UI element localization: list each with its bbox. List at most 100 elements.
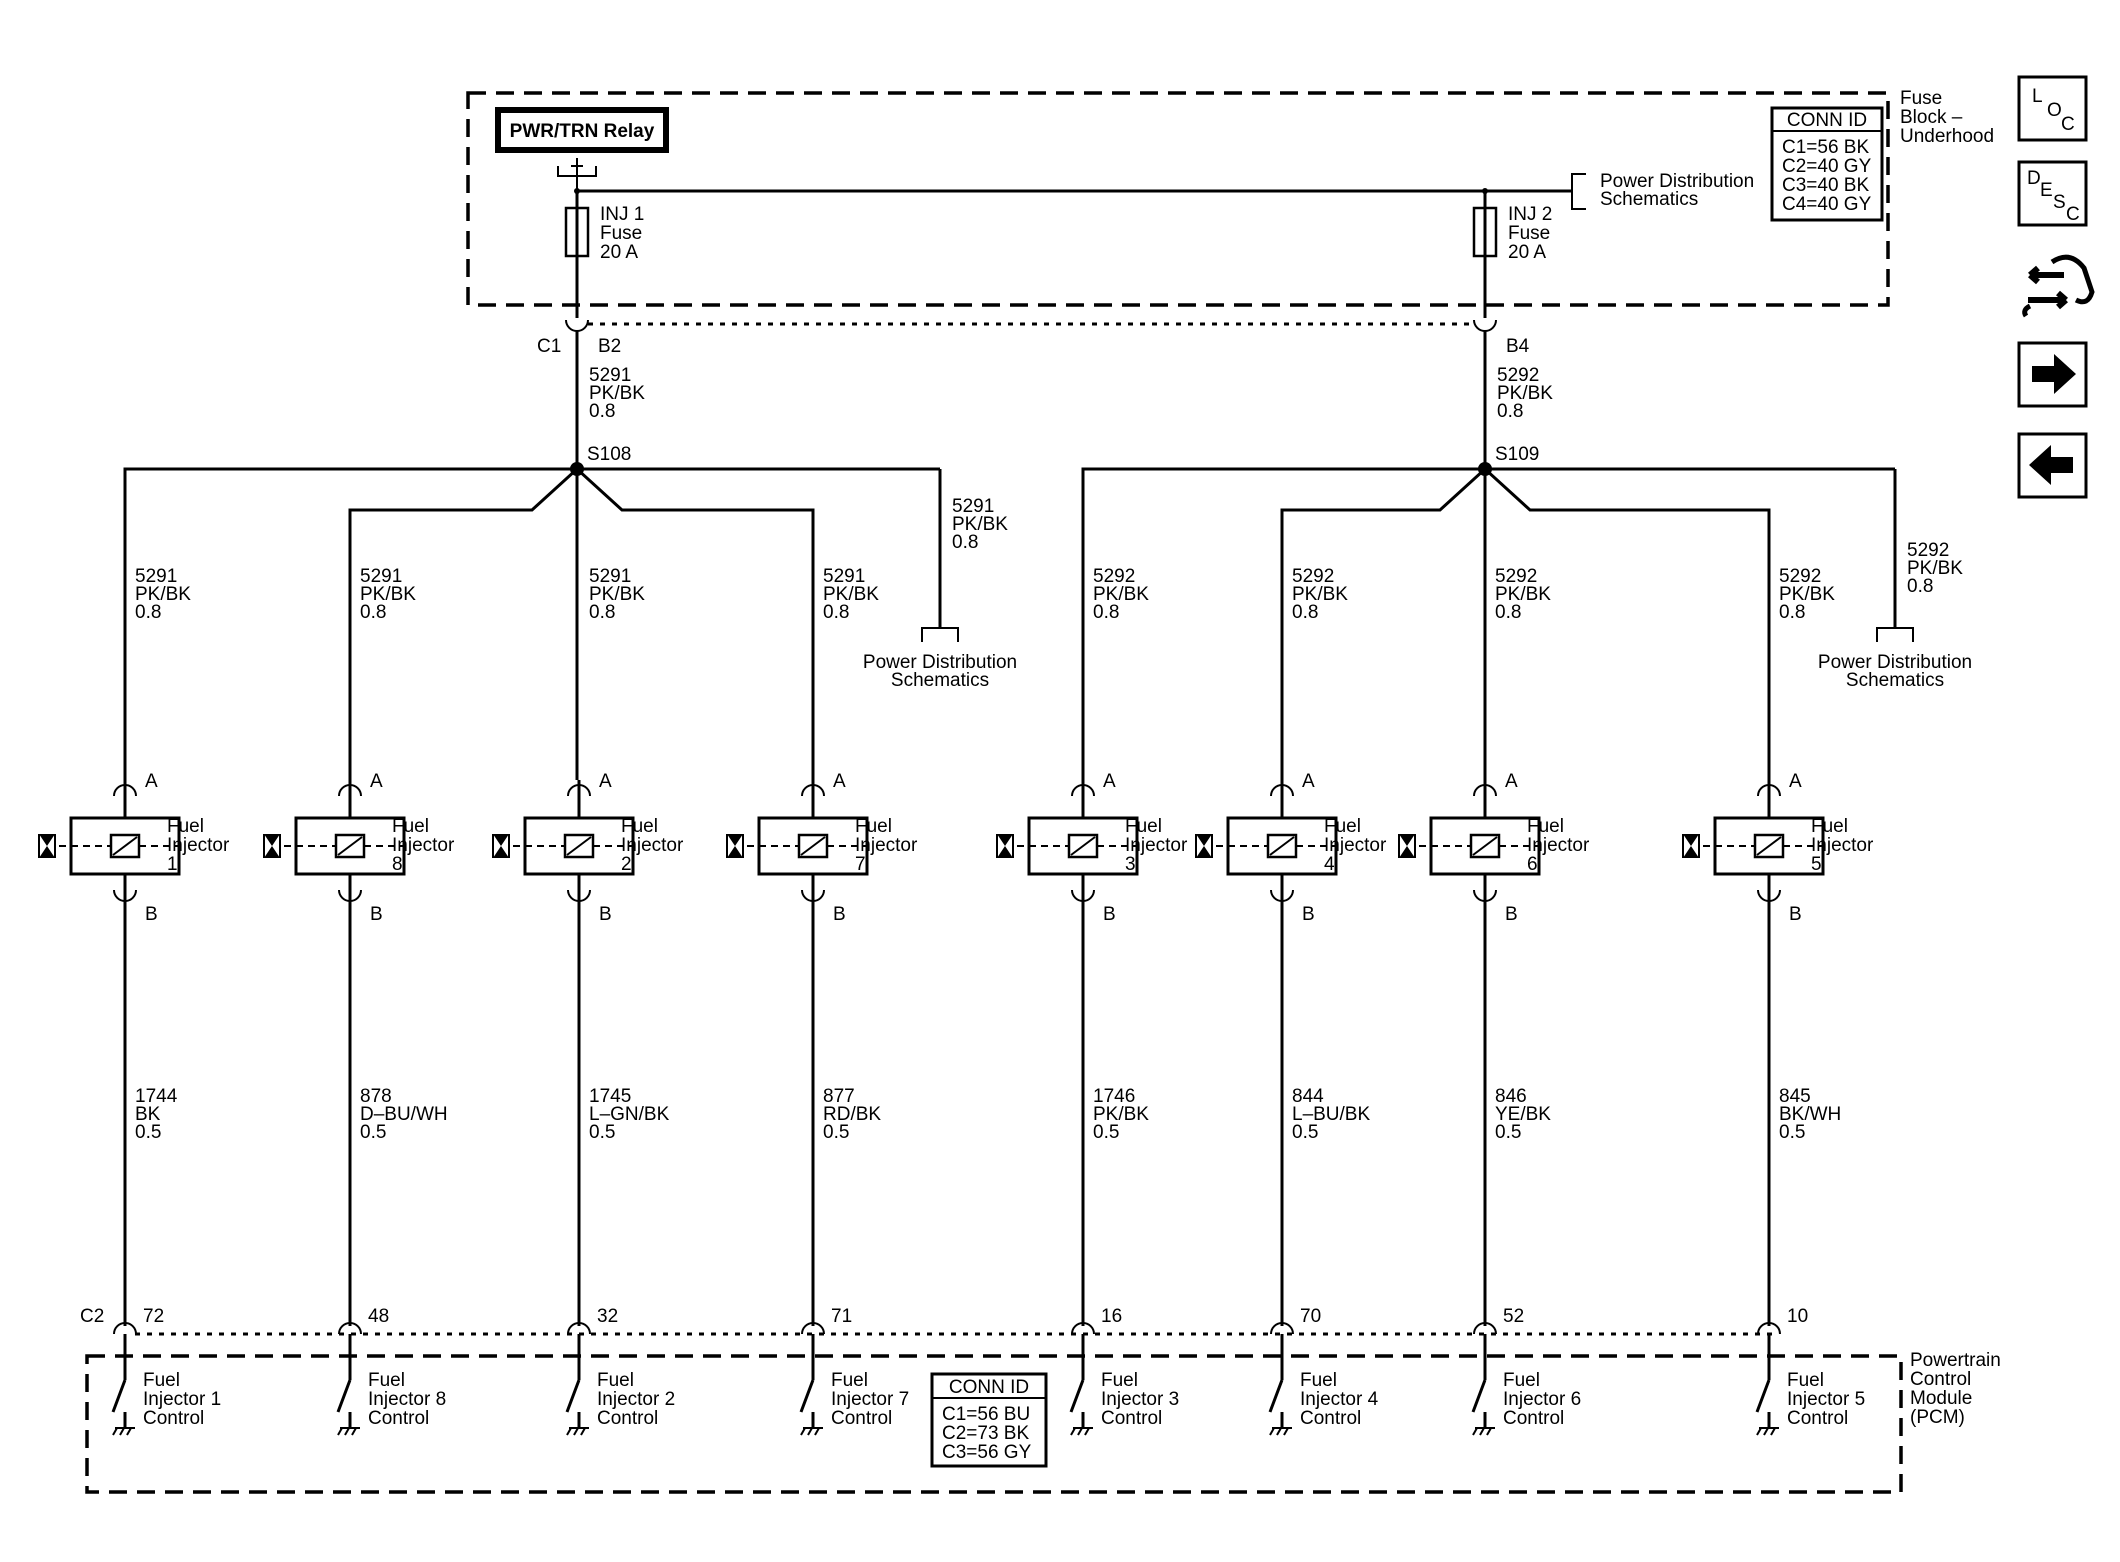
- mechanical-link-icon: [1399, 834, 1415, 858]
- pcm-pin-number: 52: [1503, 1306, 1524, 1327]
- forward-arrow-icon[interactable]: [2017, 341, 2088, 408]
- svg-text:Fuse: Fuse: [600, 223, 642, 244]
- pwr-trn-relay-box: [495, 107, 669, 153]
- svg-text:8: 8: [392, 854, 403, 875]
- pin-b2-label: B2: [598, 336, 621, 357]
- svg-text:4: 4: [1324, 854, 1335, 875]
- svg-text:0.5: 0.5: [1292, 1122, 1318, 1143]
- svg-text:Injector: Injector: [855, 835, 918, 856]
- injector-pin-b: B: [599, 904, 612, 925]
- fuel-injector-4: 5292PK/BK0.8AFuelInjector4B844L–BU/BK0.5…: [1195, 566, 1387, 1436]
- injector-pin-b: B: [370, 904, 383, 925]
- svg-text:C: C: [2066, 204, 2080, 225]
- pcm-driver-switch: [799, 1379, 815, 1413]
- injector-pin-a: A: [599, 771, 612, 792]
- svg-text:0.8: 0.8: [1093, 602, 1119, 623]
- connector-c1: C1 B2 B4: [537, 319, 1530, 357]
- svg-text:O: O: [2047, 100, 2062, 121]
- pcm-driver-switch: [565, 1379, 581, 1413]
- svg-text:Injector 6: Injector 6: [1503, 1389, 1581, 1410]
- svg-text:PK/BK: PK/BK: [823, 584, 879, 605]
- svg-text:Control: Control: [597, 1408, 658, 1429]
- injector-name: Fuel: [1324, 816, 1361, 837]
- pcm-label-3: Module: [1910, 1388, 1972, 1409]
- loc-button[interactable]: L O C: [2017, 75, 2088, 142]
- svg-text:6: 6: [1527, 854, 1538, 875]
- svg-text:RD/BK: RD/BK: [823, 1104, 881, 1125]
- pcm-conn-id-title: CONN ID: [949, 1377, 1029, 1398]
- svg-text:0.8: 0.8: [135, 602, 161, 623]
- pcm-module: Powertrain Control Module (PCM) C2 CONN …: [80, 1306, 2001, 1494]
- pcm-control-label: Fuel: [143, 1370, 180, 1391]
- svg-text:Control: Control: [1300, 1408, 1361, 1429]
- injector-control-wire-label: 1744: [135, 1086, 178, 1107]
- mechanical-link-icon: [727, 834, 743, 858]
- svg-text:L–BU/BK: L–BU/BK: [1292, 1104, 1370, 1125]
- svg-text:Injector: Injector: [1527, 835, 1590, 856]
- svg-text:C2=73 BK: C2=73 BK: [942, 1423, 1029, 1444]
- svg-text:PK/BK: PK/BK: [135, 584, 191, 605]
- pcm-control-label: Fuel: [1300, 1370, 1337, 1391]
- injector-columns: 5291PK/BK0.8AFuelInjector1B1744BK0.572Fu…: [38, 566, 1874, 1436]
- svg-text:Injector 1: Injector 1: [143, 1389, 221, 1410]
- pcm-control-label: Fuel: [597, 1370, 634, 1391]
- injector-pin-b: B: [1505, 904, 1518, 925]
- svg-text:0.8: 0.8: [952, 532, 978, 553]
- svg-text:0.5: 0.5: [1093, 1122, 1119, 1143]
- nav-buttons: L O C D E S C: [2017, 75, 2095, 499]
- svg-text:0.8: 0.8: [360, 602, 386, 623]
- svg-text:Injector: Injector: [621, 835, 684, 856]
- injector-feed-wire-label: 5292: [1779, 566, 1821, 587]
- pcm-pin-number: 70: [1300, 1306, 1321, 1327]
- connector-icon[interactable]: [2022, 254, 2095, 318]
- svg-text:Control: Control: [831, 1408, 892, 1429]
- pcm-control-label: Fuel: [1503, 1370, 1540, 1391]
- svg-text:0.8: 0.8: [1497, 401, 1523, 422]
- svg-text:5: 5: [1811, 854, 1822, 875]
- mechanical-link-icon: [264, 834, 280, 858]
- svg-text:Fuse: Fuse: [1508, 223, 1550, 244]
- fuse-block-outline: [466, 91, 1890, 307]
- connector-c1-label: C1: [537, 336, 561, 357]
- back-arrow-icon[interactable]: [2017, 432, 2088, 499]
- injector-pin-a: A: [370, 771, 383, 792]
- feed-wire-5292-label: 5292: [1497, 365, 1539, 386]
- svg-text:Control: Control: [1503, 1408, 1564, 1429]
- svg-text:0.5: 0.5: [1779, 1122, 1805, 1143]
- pcm-driver-switch: [1069, 1379, 1085, 1413]
- injector-name: Fuel: [392, 816, 429, 837]
- power-dist-tap-left-symbol: [921, 627, 959, 642]
- tap-wire-5292-label: 5292: [1907, 540, 1949, 561]
- injector-pin-a: A: [1302, 771, 1315, 792]
- svg-text:PK/BK: PK/BK: [589, 584, 645, 605]
- feed-wire-5291-label: 5291: [589, 365, 631, 386]
- svg-text:20 A: 20 A: [1508, 242, 1546, 263]
- pin-b4-label: B4: [1506, 336, 1530, 357]
- injector-pin-a: A: [1103, 771, 1116, 792]
- svg-text:D–BU/WH: D–BU/WH: [360, 1104, 448, 1125]
- svg-text:Schematics: Schematics: [1846, 670, 1944, 691]
- svg-text:0.5: 0.5: [589, 1122, 615, 1143]
- injector-pin-a: A: [1789, 771, 1802, 792]
- svg-text:Injector 2: Injector 2: [597, 1389, 675, 1410]
- injector-control-wire-label: 844: [1292, 1086, 1324, 1107]
- desc-button[interactable]: D E S C: [2017, 160, 2088, 227]
- fuel-injector-5: 5292PK/BK0.8AFuelInjector5B845BK/WH0.510…: [1682, 566, 1874, 1436]
- pcm-pin-number: 16: [1101, 1306, 1122, 1327]
- svg-text:Injector: Injector: [1324, 835, 1387, 856]
- pcm-control-label: Fuel: [831, 1370, 868, 1391]
- fuel-injector-2: 5291PK/BK0.8AFuelInjector2B1745L–GN/BK0.…: [492, 566, 684, 1436]
- fuel-injector-6: 5292PK/BK0.8AFuelInjector6B846YE/BK0.552…: [1398, 566, 1590, 1436]
- pcm-outline: [85, 1354, 1903, 1494]
- injector-name: Fuel: [855, 816, 892, 837]
- svg-text:Injector: Injector: [1811, 835, 1874, 856]
- svg-text:E: E: [2040, 180, 2053, 201]
- pcm-label-2: Control: [1910, 1369, 1971, 1390]
- injector-pin-a: A: [833, 771, 846, 792]
- power-dist-tap-right-label: Power Distribution: [1818, 652, 1972, 673]
- injector-name: Fuel: [167, 816, 204, 837]
- power-dist-label-1: Power Distribution: [1600, 171, 1754, 192]
- injector-feed-wire-label: 5292: [1292, 566, 1334, 587]
- inj-1-fuse-label: INJ 1: [600, 204, 644, 225]
